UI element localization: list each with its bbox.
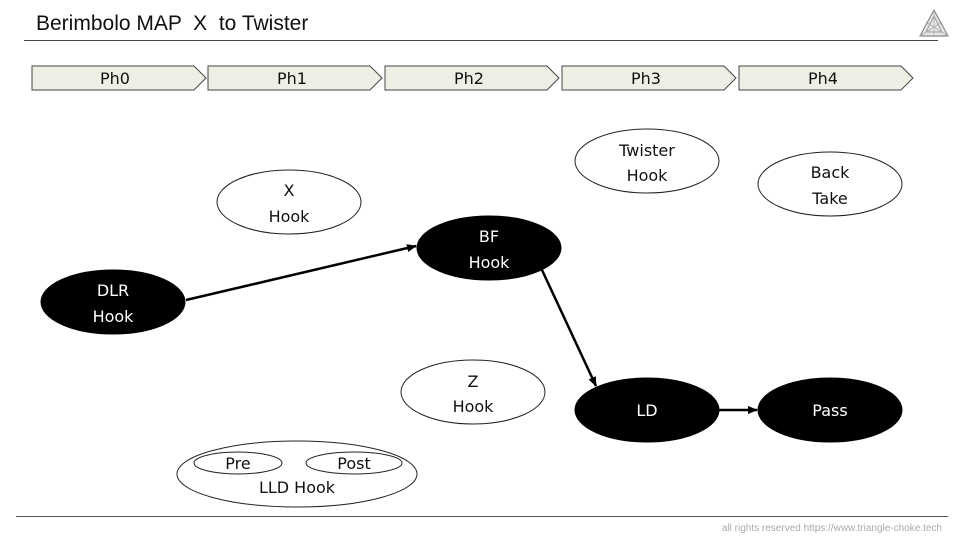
edge-bf-to-ld [540, 269, 598, 387]
page-title: Berimbolo MAP X to Twister [36, 12, 309, 35]
node-label: DLR [97, 281, 129, 300]
node-lld-hook[interactable]: Pre Post LLD Hook [176, 440, 418, 508]
node-label: Take [811, 189, 847, 208]
node-lld-pre[interactable]: Pre [193, 451, 283, 475]
triangle-logo-icon [918, 8, 950, 37]
node-label: Twister [618, 141, 675, 160]
node-x-hook[interactable]: X Hook [216, 169, 362, 235]
node-twister-hook[interactable]: Twister Hook [574, 128, 720, 194]
node-z-hook[interactable]: Z Hook [400, 359, 546, 425]
node-label: Hook [269, 207, 311, 226]
phase-label: Ph4 [808, 69, 838, 88]
node-label: Back [811, 163, 851, 182]
edge-dlr-to-bf [185, 244, 417, 302]
phase-ph1: Ph1 [207, 65, 383, 91]
phase-ph3: Ph3 [561, 65, 737, 91]
footer-copyright: all rights reserved https://www.triangle… [721, 523, 942, 534]
node-label: BF [479, 227, 499, 246]
node-label: X [284, 181, 295, 200]
node-label: Hook [469, 253, 511, 272]
phase-label: Ph1 [277, 69, 307, 88]
node-label: LLD Hook [259, 478, 336, 497]
phase-ph2: Ph2 [384, 65, 560, 91]
phase-label: Ph3 [631, 69, 661, 88]
footer-divider [16, 516, 948, 517]
phase-ph4: Ph4 [738, 65, 914, 91]
node-dlr-hook[interactable]: DLR Hook [40, 269, 186, 335]
node-lld-post[interactable]: Post [305, 451, 403, 475]
title-divider [24, 40, 938, 41]
node-label: Pre [225, 454, 250, 473]
node-pass[interactable]: Pass [757, 377, 903, 443]
phase-bar: Ph0 Ph1 Ph2 Ph3 Ph4 [31, 65, 914, 91]
node-label: Hook [453, 397, 495, 416]
node-ld[interactable]: LD [574, 377, 720, 443]
node-label: Post [337, 454, 370, 473]
node-label: Z [468, 372, 479, 391]
node-back-take[interactable]: Back Take [757, 151, 903, 217]
phase-label: Ph0 [100, 69, 130, 88]
node-label: Hook [93, 307, 135, 326]
phase-label: Ph2 [454, 69, 484, 88]
node-label: Pass [812, 401, 847, 420]
phase-ph0: Ph0 [31, 65, 207, 91]
node-label: LD [636, 401, 657, 420]
node-label: Hook [627, 166, 669, 185]
node-bf-hook[interactable]: BF Hook [416, 215, 562, 281]
